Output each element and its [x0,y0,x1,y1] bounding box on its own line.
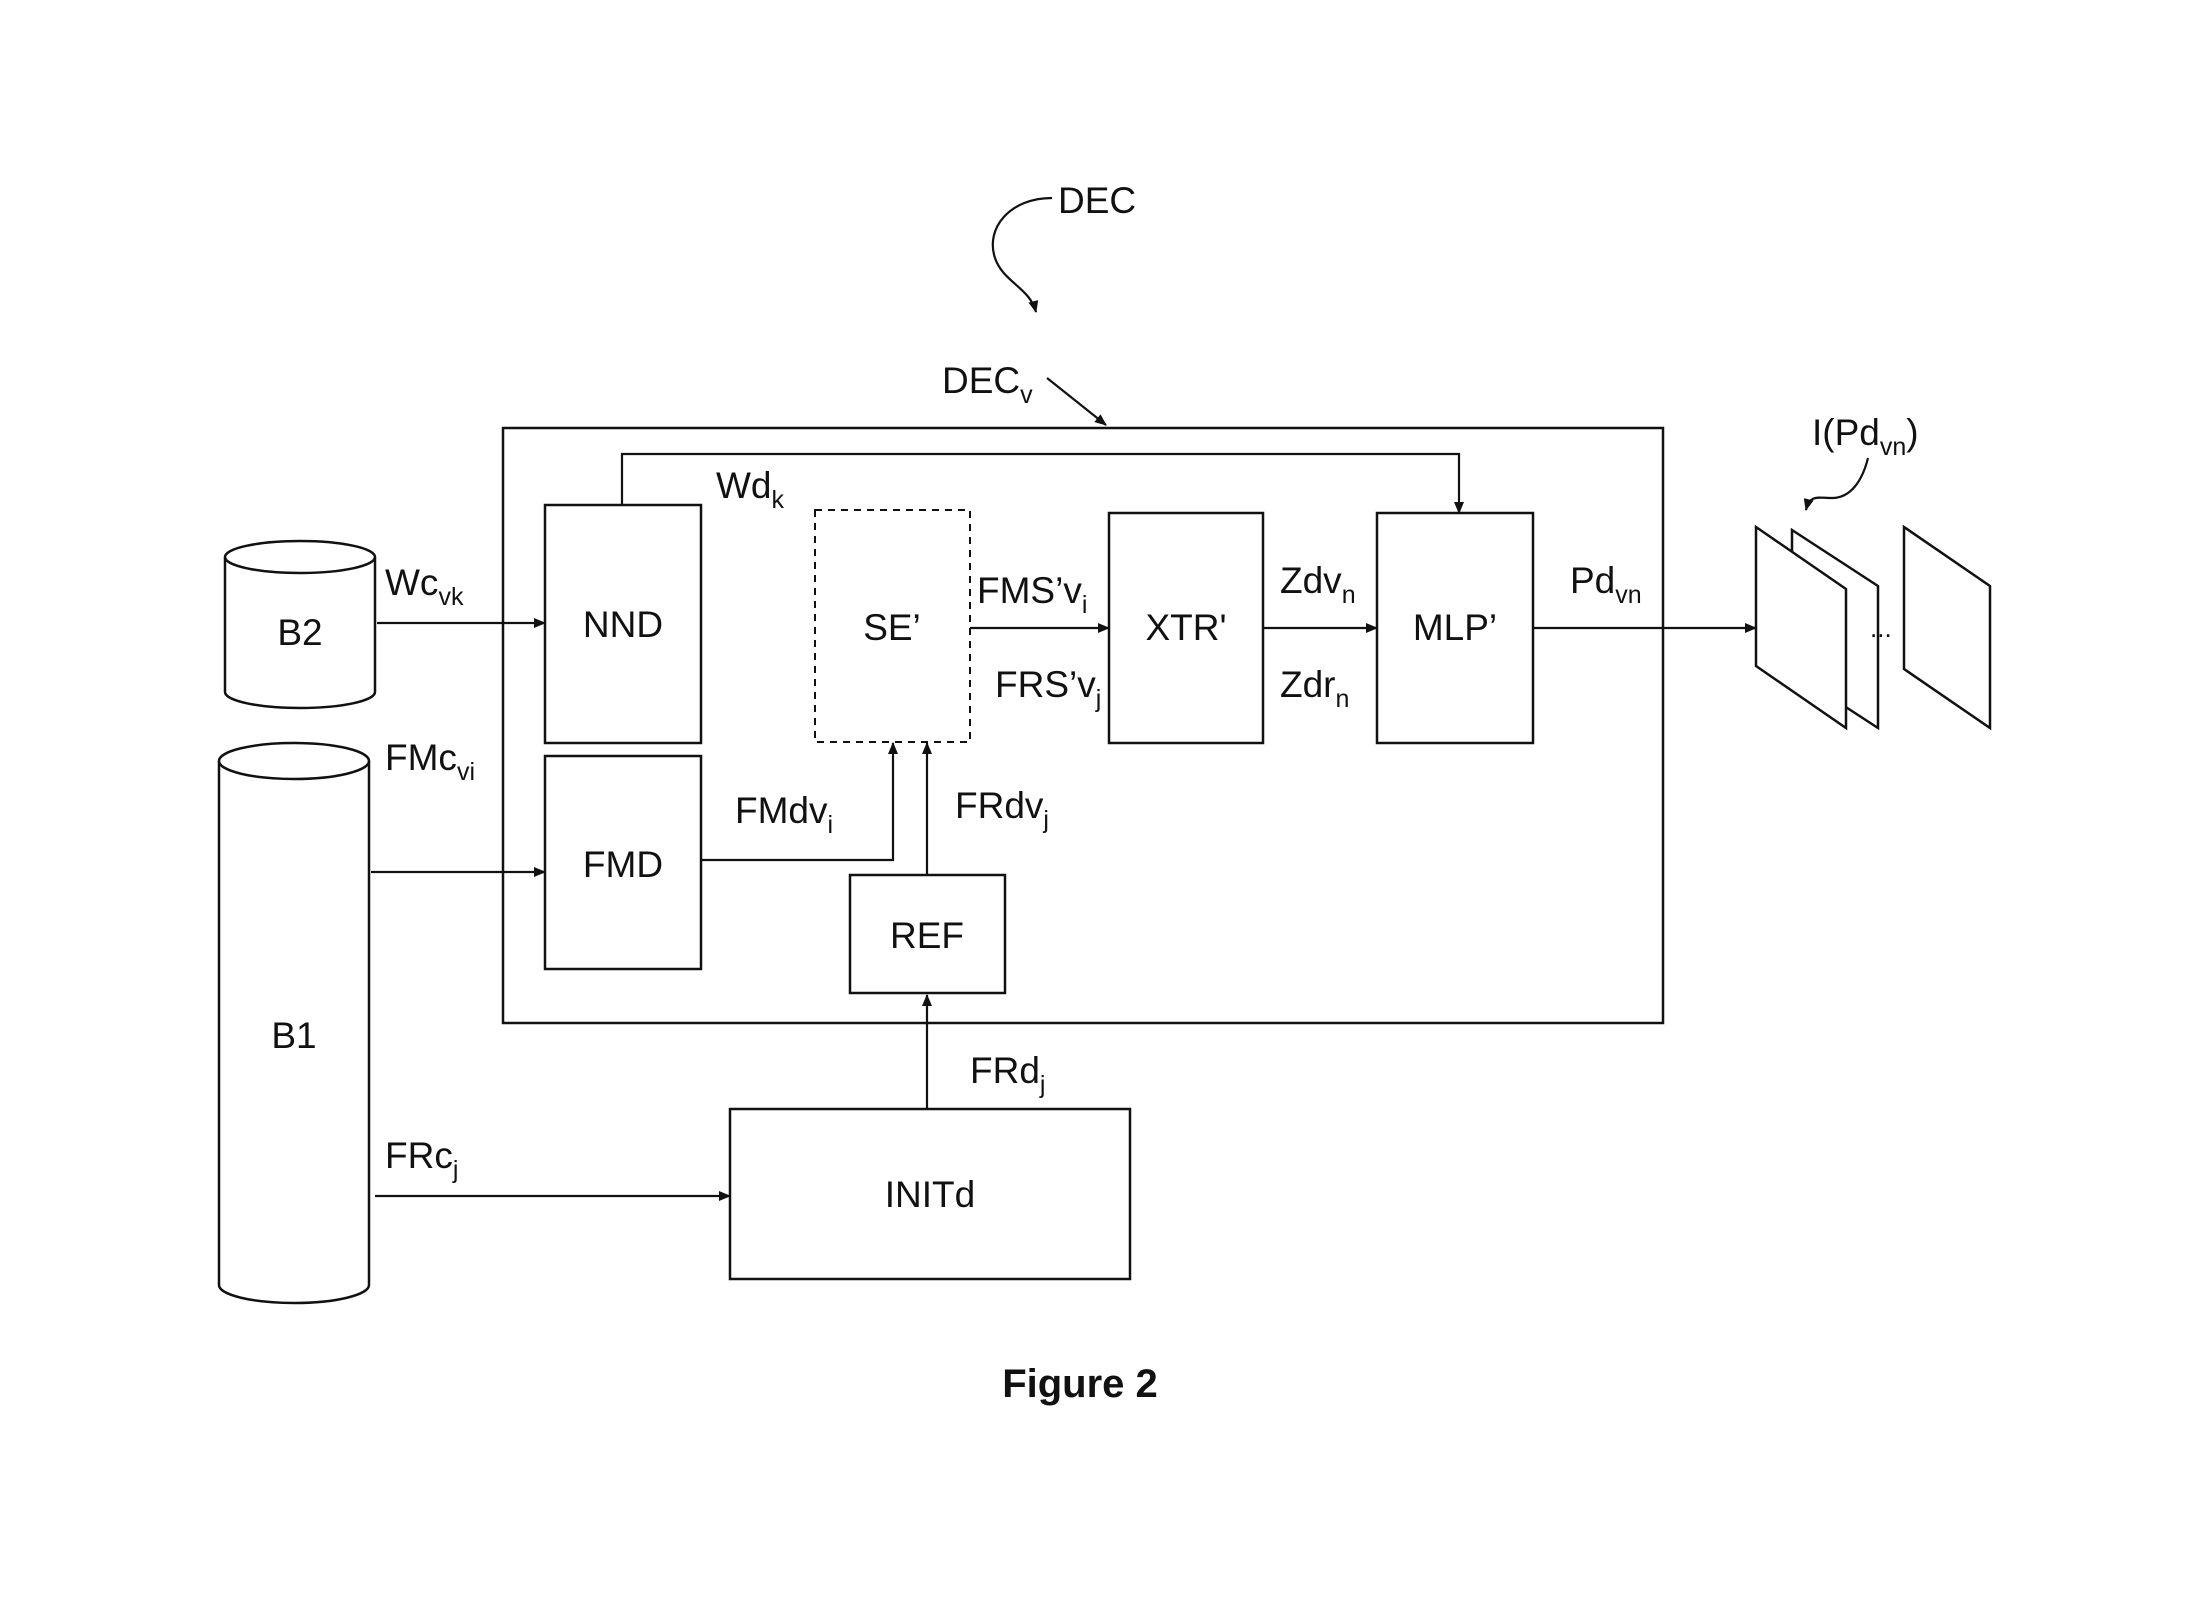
nnd-block [543,503,703,745]
se-label: SE’ [863,607,921,648]
zdr-label: Zdrn [1280,664,1349,713]
output-images-label: I(Pdvn) [1812,412,1919,461]
ref-label: REF [890,915,964,956]
dec-label: DEC [1058,180,1136,221]
frdv-label: FRdvj [955,785,1049,834]
dec-curly-arrow [991,196,1053,313]
mlp-label: MLP’ [1413,607,1497,648]
dec-v-pointer [1046,377,1107,426]
database-b2-label: B2 [277,612,322,653]
ref-block [848,873,1007,995]
fmd-label: FMD [583,844,663,885]
output-ellipsis: ... [1870,613,1892,643]
output-images-pointer [1803,457,1870,511]
mlp-block [1375,511,1535,745]
figure-caption: Figure 2 [1002,1362,1158,1406]
database-b1: B1 [217,741,371,1305]
nnd-label: NND [583,604,663,645]
fms-label: FMS’vi [977,570,1087,619]
frc-label: FRcj [385,1135,458,1184]
output-image-n [1902,524,1992,731]
xtr-label: XTR' [1145,607,1226,648]
output-images: ... [1754,524,1992,731]
database-b1-label: B1 [271,1015,316,1056]
frd-label: FRdj [970,1050,1045,1099]
dec-v-label: DECv [942,360,1033,409]
pd-label: Pdvn [1570,560,1642,609]
wc-label: Wcvk [385,562,464,611]
frs-label: FRS’vj [995,664,1101,713]
output-image-1 [1754,524,1848,731]
initd-block [728,1107,1132,1281]
fmdv-arrow [701,742,898,862]
initd-label: INITd [885,1174,975,1215]
se-block [814,509,971,743]
xtr-block [1107,511,1265,745]
wd-label: Wdk [716,465,785,514]
zdv-label: Zdvn [1280,560,1356,609]
database-b2: B2 [223,539,377,710]
fmdv-label: FMdvi [735,790,833,839]
fmd-block [543,754,703,971]
fmc-label: FMcvi [385,737,475,786]
wd-feedback-arrow [620,452,1464,514]
